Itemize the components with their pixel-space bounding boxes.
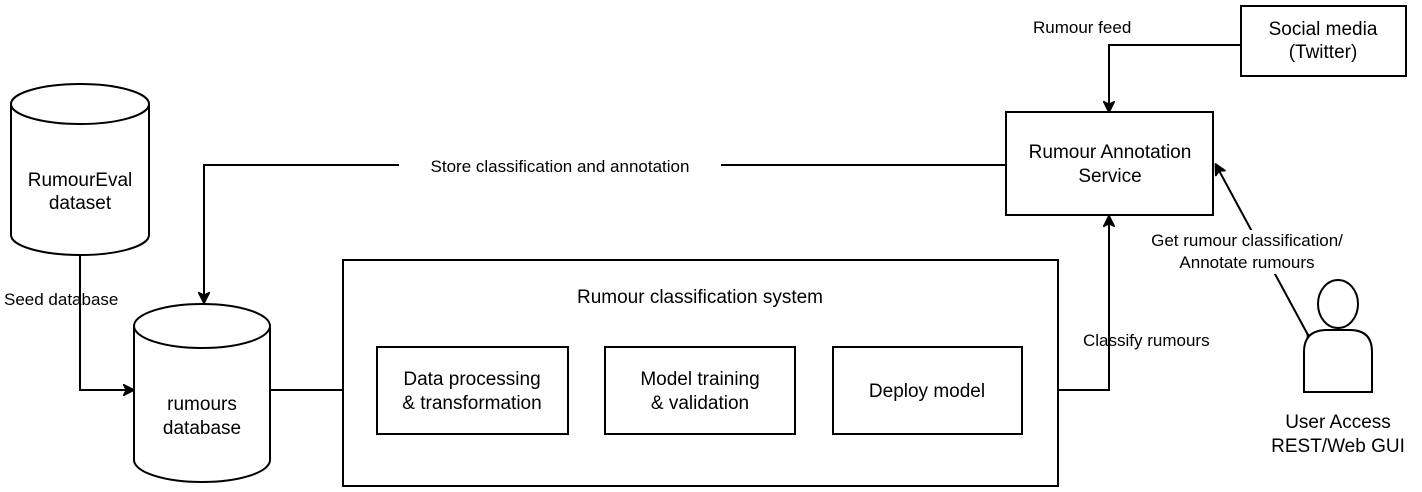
- rumoureval-dataset-cylinder: RumourEval dataset: [10, 83, 150, 256]
- data-processing-box: Data processing & transformation: [376, 346, 569, 435]
- edge-label-get-classification-line1: Get rumour classification/: [1151, 231, 1343, 250]
- social-media-label-line1: Social media: [1269, 19, 1378, 40]
- edge-seed-database: [79, 255, 133, 390]
- data-processing-label-line1: Data processing: [403, 369, 540, 390]
- deploy-model-box: Deploy model: [832, 346, 1023, 435]
- model-training-label-line1: Model training: [640, 369, 759, 390]
- model-training-box: Model training & validation: [604, 346, 796, 435]
- social-media-label-line2: (Twitter): [1289, 42, 1358, 63]
- rumoureval-dataset-label-line2: dataset: [49, 193, 112, 214]
- deploy-model-label: Deploy model: [869, 381, 985, 402]
- edge-label-get-classification-line2: Annotate rumours: [1179, 253, 1314, 272]
- edge-label-bg: [399, 153, 721, 177]
- classification-system-title: Rumour classification system: [577, 287, 823, 308]
- data-processing-label-line2: & transformation: [402, 393, 541, 414]
- rumours-database-label-line2: database: [163, 418, 241, 439]
- rumoureval-dataset-label-line1: RumourEval: [28, 170, 133, 191]
- user-label-line1: User Access: [1285, 412, 1391, 433]
- user-icon: User Access REST/Web GUI: [1271, 279, 1405, 457]
- edge-label-seed-database: Seed database: [4, 290, 118, 309]
- annotation-service-label-line2: Service: [1078, 166, 1141, 187]
- user-label-line2: REST/Web GUI: [1271, 436, 1405, 457]
- rumours-database-cylinder: rumours database: [133, 303, 271, 483]
- annotation-service-box: Rumour Annotation Service: [1005, 111, 1214, 216]
- edge-label-rumour-feed: Rumour feed: [1033, 18, 1131, 37]
- rumours-database-label-line1: rumours: [167, 394, 237, 415]
- edge-store-classification: [204, 164, 1006, 302]
- edge-label-classify-rumours: Classify rumours: [1083, 331, 1210, 350]
- annotation-service-label-line1: Rumour Annotation: [1029, 142, 1192, 163]
- model-training-label-line2: & validation: [651, 393, 749, 414]
- edge-label-store-classification: Store classification and annotation: [431, 157, 690, 176]
- social-media-box: Social media (Twitter): [1240, 5, 1407, 77]
- edge-label-bg: [1150, 230, 1342, 274]
- edge-rumour-feed: [1109, 44, 1241, 111]
